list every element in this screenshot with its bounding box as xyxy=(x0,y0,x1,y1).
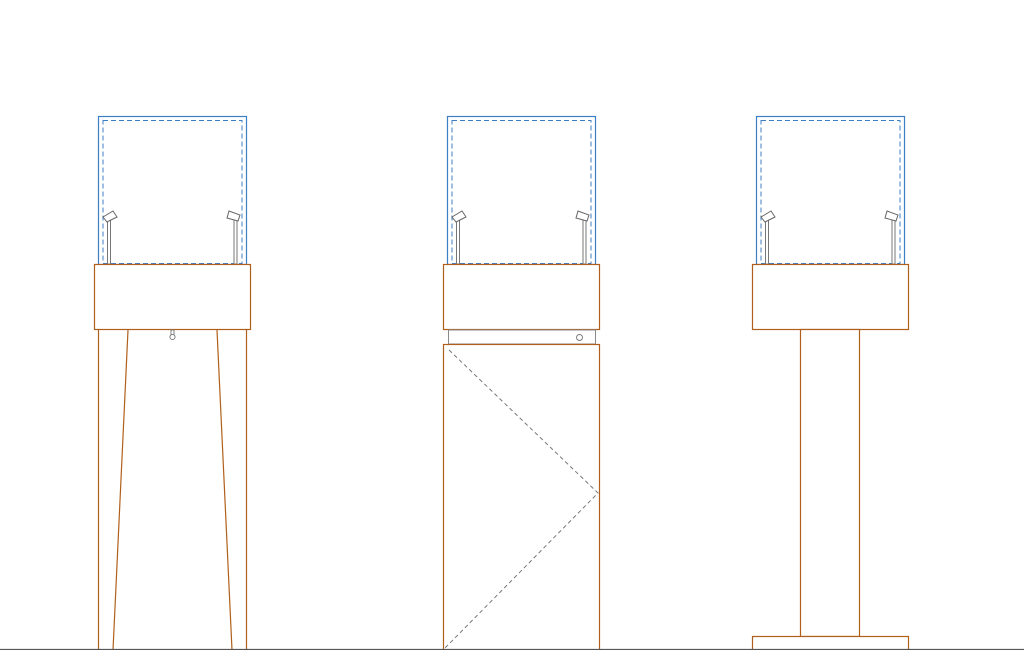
glass-hood xyxy=(446,115,597,266)
display-body xyxy=(751,263,910,331)
door-swing-line xyxy=(444,349,599,649)
cabinet-base xyxy=(442,343,601,650)
glass-hood-inner xyxy=(102,120,243,264)
lock-icon xyxy=(576,334,583,341)
recessed-trim xyxy=(448,329,596,345)
spotlight-left xyxy=(451,210,467,265)
glass-hood-inner xyxy=(451,120,592,264)
lock-icon xyxy=(169,329,176,341)
glass-hood-inner xyxy=(760,120,901,264)
tapered-legs xyxy=(97,329,248,650)
pedestal-base-plate xyxy=(751,635,910,650)
glass-hood xyxy=(97,115,248,266)
glass-hood xyxy=(755,115,906,266)
showcase-cabinet-door xyxy=(442,115,601,650)
showcase-tapered-legs xyxy=(93,115,252,650)
pedestal-column xyxy=(799,328,861,638)
display-body xyxy=(93,263,252,331)
showcase-pedestal xyxy=(751,115,910,650)
display-body xyxy=(442,263,601,331)
